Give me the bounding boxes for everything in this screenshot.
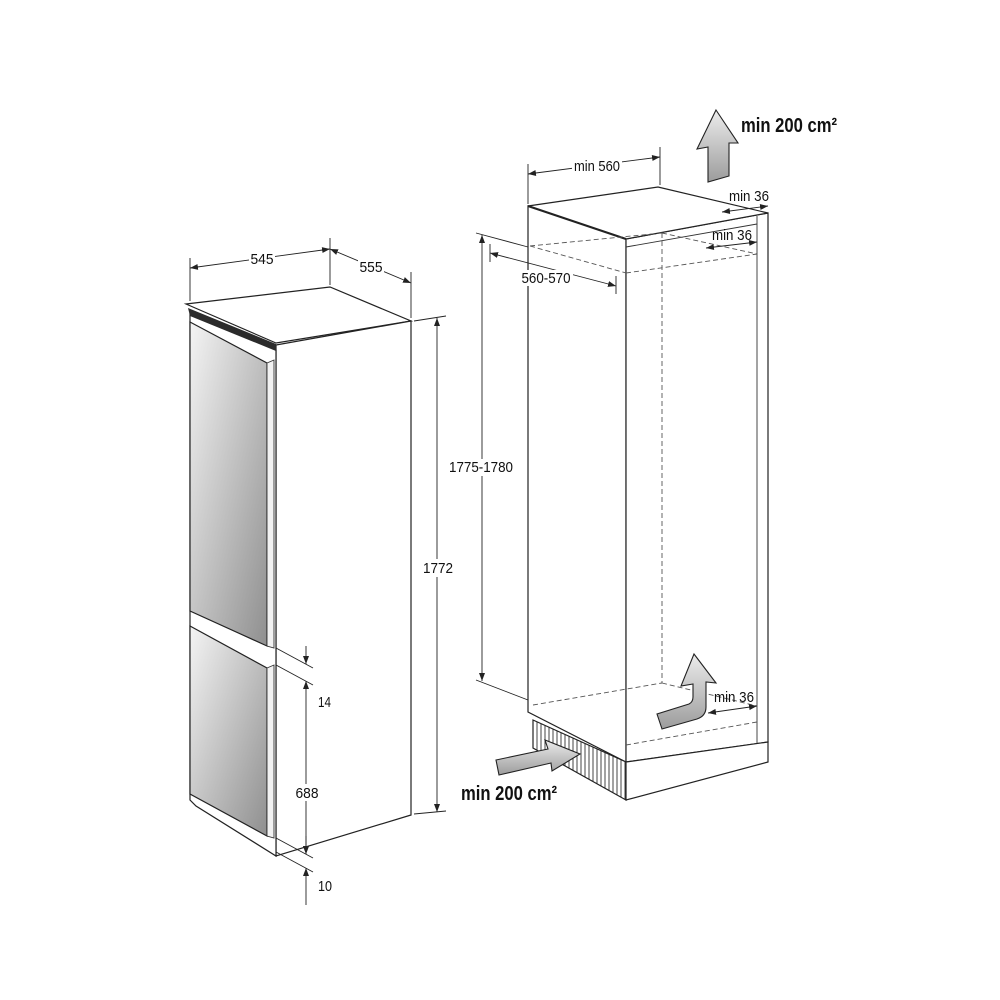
fridge-top-front-edge: [188, 308, 276, 351]
niche-min-width-dimension: min 560: [527, 147, 661, 204]
cavity-outline: [661, 682, 758, 707]
niche-height-dimension: 1775-1780: [446, 232, 529, 701]
upper-door-edge: [266, 359, 275, 649]
upper-door: [189, 321, 268, 647]
door-gap-label: 14: [318, 694, 331, 711]
cavity-outline: [532, 682, 663, 706]
inlet-vent-area-label: min 200 cm²: [461, 783, 557, 805]
dimension-line-rear-clearance-bottom: [707, 704, 758, 715]
extension-line: [475, 679, 529, 701]
built-in-fridge: [183, 286, 414, 858]
fridge-side-panel: [275, 320, 412, 857]
label-background: [293, 784, 321, 801]
label-background: [572, 158, 622, 174]
air-outlet-arrow-icon: [696, 108, 740, 183]
niche-min-width-label: min 560: [574, 158, 620, 175]
extension-line: [413, 810, 447, 815]
label-background: [422, 559, 454, 577]
niche-width-dimension: 560-570: [489, 244, 617, 294]
fridge-width-depth-dimensions: 545 555: [189, 238, 412, 318]
label-background: [519, 270, 573, 286]
rear-clearance-top-label: min 36: [712, 227, 752, 244]
plinth-side: [625, 741, 769, 801]
niche-width-label: 560-570: [522, 270, 571, 287]
cavity-outline: [529, 232, 663, 247]
air-inlet-arrow-icon: [495, 739, 582, 776]
installation-niche: [527, 186, 769, 802]
fridge-height-label: 1772: [423, 560, 453, 577]
cavity-outline: [625, 253, 758, 274]
label-background: [249, 251, 275, 267]
fridge-depth-label: 555: [360, 259, 383, 276]
dimension-line-rear-clearance-top: [705, 239, 758, 251]
niche-top-front-edge: [527, 204, 627, 241]
outlet-vent-area-label: min 200 cm²: [741, 115, 837, 137]
rear-clearance-bottom-label: min 36: [714, 689, 754, 706]
air-flow-curved-arrow-icon: [656, 652, 718, 730]
label-background: [446, 459, 516, 476]
top-clearance-label: min 36: [729, 188, 769, 205]
bottom-gap-label: 10: [318, 878, 332, 895]
extension-line: [413, 315, 447, 322]
niche-left-panel: [527, 205, 627, 763]
niche-height-label: 1775-1780: [449, 459, 513, 476]
extension-line: [275, 837, 314, 859]
fridge-height-dimension: 1772: [413, 315, 454, 815]
label-background: [358, 259, 384, 275]
cavity-outline: [625, 721, 758, 746]
dimension-line-top-clearance: [721, 204, 769, 214]
fridge-door-dimensions: 14 688 10: [275, 646, 332, 905]
extension-line: [475, 232, 529, 248]
airflow: min 200 cm² min 200 cm²: [461, 108, 837, 805]
lower-door-edge: [266, 664, 275, 839]
niche-top-board-edge: [625, 223, 758, 248]
fridge-width-label: 545: [251, 251, 274, 268]
dimension-line-width: [489, 252, 617, 287]
extension-line: [275, 647, 314, 669]
clearance-dimensions: min 36 min 36 min 36: [705, 188, 769, 715]
lower-door-height-label: 688: [296, 785, 319, 802]
